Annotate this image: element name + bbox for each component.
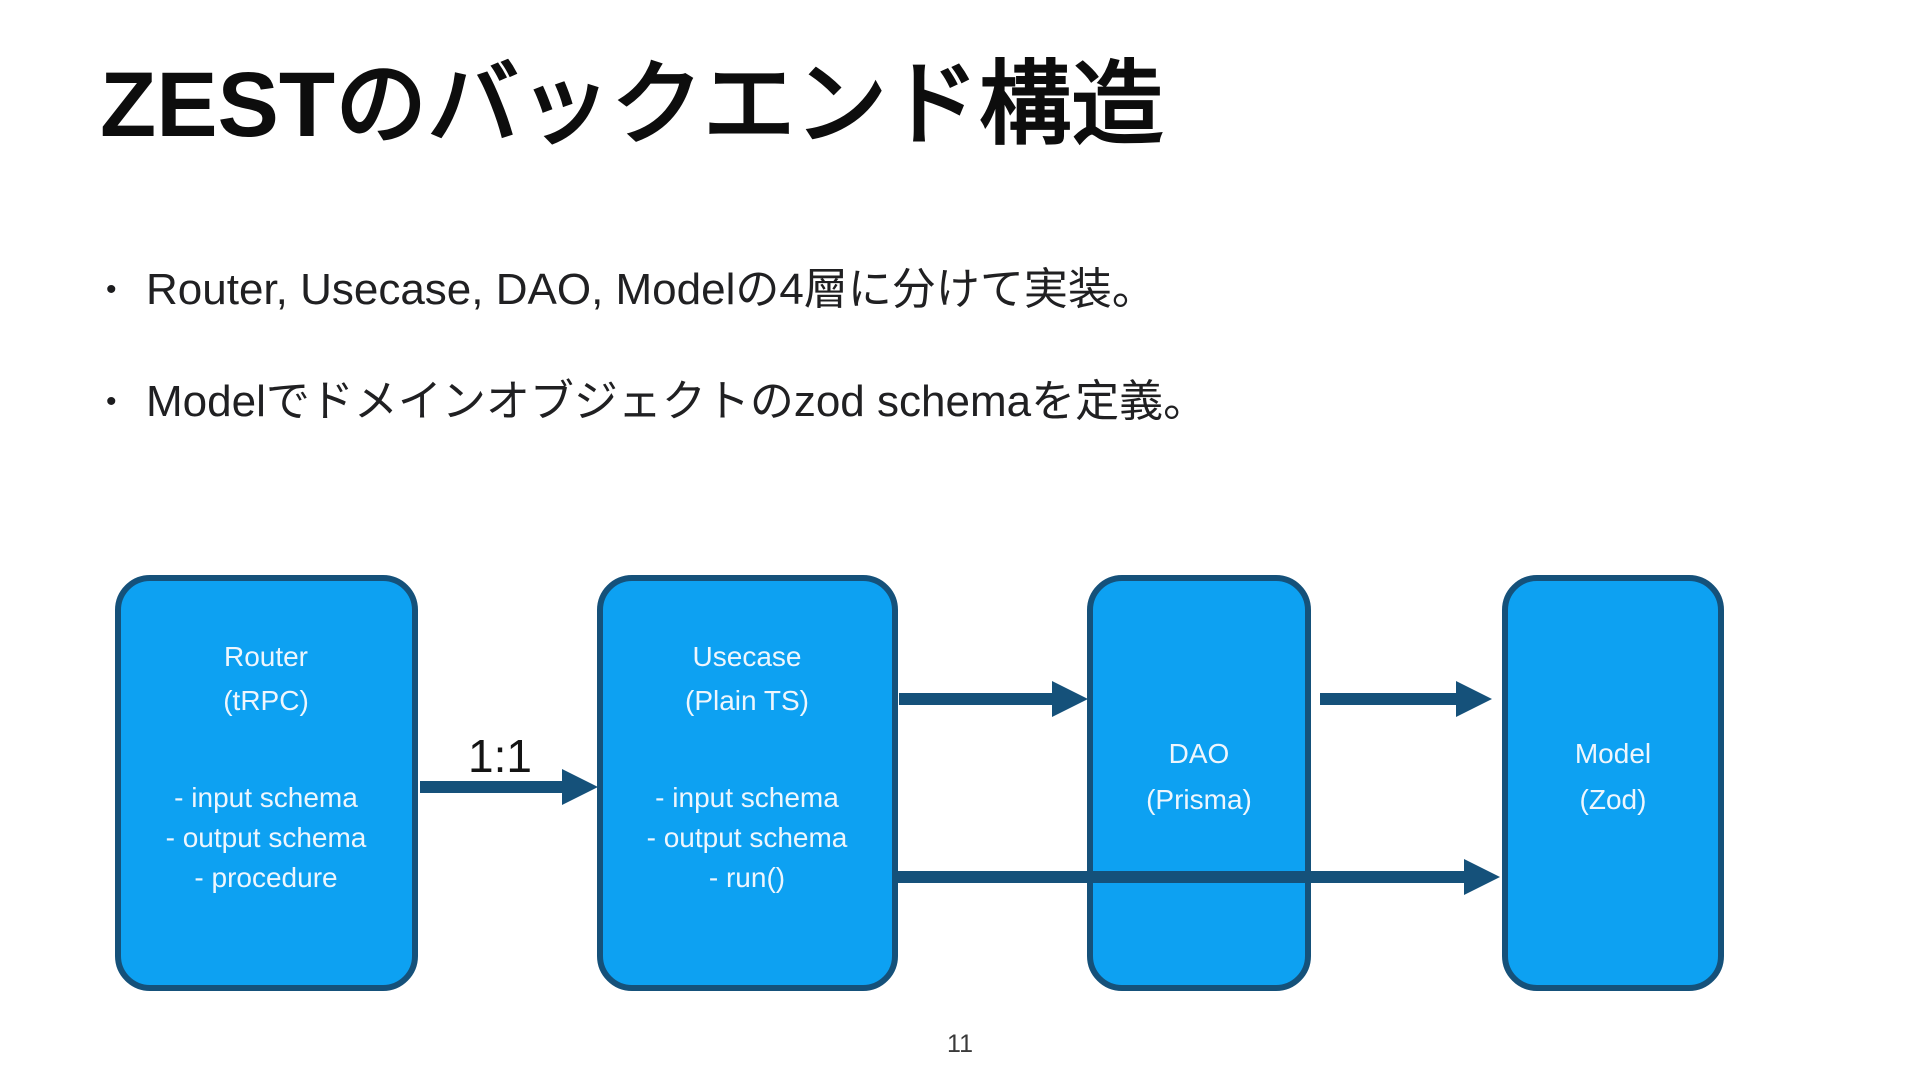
node-router-item: - input schema [174, 782, 358, 813]
bullet-text-1: Router, Usecase, DAO, Modelの4層に分けて実装。 [146, 265, 1156, 314]
bullet-list: • Router, Usecase, DAO, Modelの4層に分けて実装。 … [102, 262, 1207, 486]
node-usecase-item: - input schema [655, 782, 839, 813]
node-router-shape [115, 575, 418, 991]
node-model-shape [1502, 575, 1724, 991]
arrow-head [1456, 681, 1492, 717]
node-usecase-subtitle: (Plain TS) [685, 685, 809, 716]
node-usecase-item: - run() [709, 862, 785, 893]
node-router-item: - output schema [166, 822, 367, 853]
arrow-head [1464, 859, 1500, 895]
relation-label-1-1: 1:1 [468, 730, 532, 782]
node-usecase-title: Usecase [693, 641, 802, 672]
arrow-router-to-usecase [420, 769, 598, 805]
arrow-usecase-to-dao [899, 681, 1088, 717]
node-model-subtitle: (Zod) [1580, 784, 1647, 815]
node-dao-title: DAO [1169, 738, 1230, 769]
node-usecase-item: - output schema [647, 822, 848, 853]
bullet-text-2: Modelでドメインオブジェクトのzod schemaを定義。 [146, 377, 1208, 426]
page-number: 11 [947, 1030, 973, 1058]
node-router-item: - procedure [194, 862, 337, 893]
node-usecase: Usecase (Plain TS) - input schema - outp… [597, 575, 898, 991]
bullet-dot: • [106, 272, 117, 306]
node-dao-shape [1087, 575, 1311, 991]
arrow-shaft [899, 693, 1052, 705]
node-router-subtitle: (tRPC) [223, 685, 309, 716]
bullet-item: • Router, Usecase, DAO, Modelの4層に分けて実装。 [102, 262, 1207, 317]
node-dao-subtitle: (Prisma) [1146, 784, 1252, 815]
arrow-shaft [1320, 693, 1456, 705]
node-model: Model (Zod) [1502, 575, 1724, 991]
node-model-title: Model [1575, 738, 1651, 769]
bullet-dot: • [106, 384, 117, 418]
node-router-title: Router [224, 641, 308, 672]
node-usecase-shape [597, 575, 898, 991]
bullet-item: • Modelでドメインオブジェクトのzod schemaを定義。 [102, 374, 1207, 429]
node-router: Router (tRPC) - input schema - output sc… [115, 575, 418, 991]
arrow-head [1052, 681, 1088, 717]
arrow-usecase-to-model [895, 859, 1500, 895]
slide-title: ZESTのバックエンド構造 [100, 54, 1164, 156]
arrow-shaft [420, 781, 562, 793]
node-dao: DAO (Prisma) [1087, 575, 1311, 991]
arrow-shaft [895, 871, 1464, 883]
arrow-dao-to-model [1320, 681, 1492, 717]
arrow-head [562, 769, 598, 805]
